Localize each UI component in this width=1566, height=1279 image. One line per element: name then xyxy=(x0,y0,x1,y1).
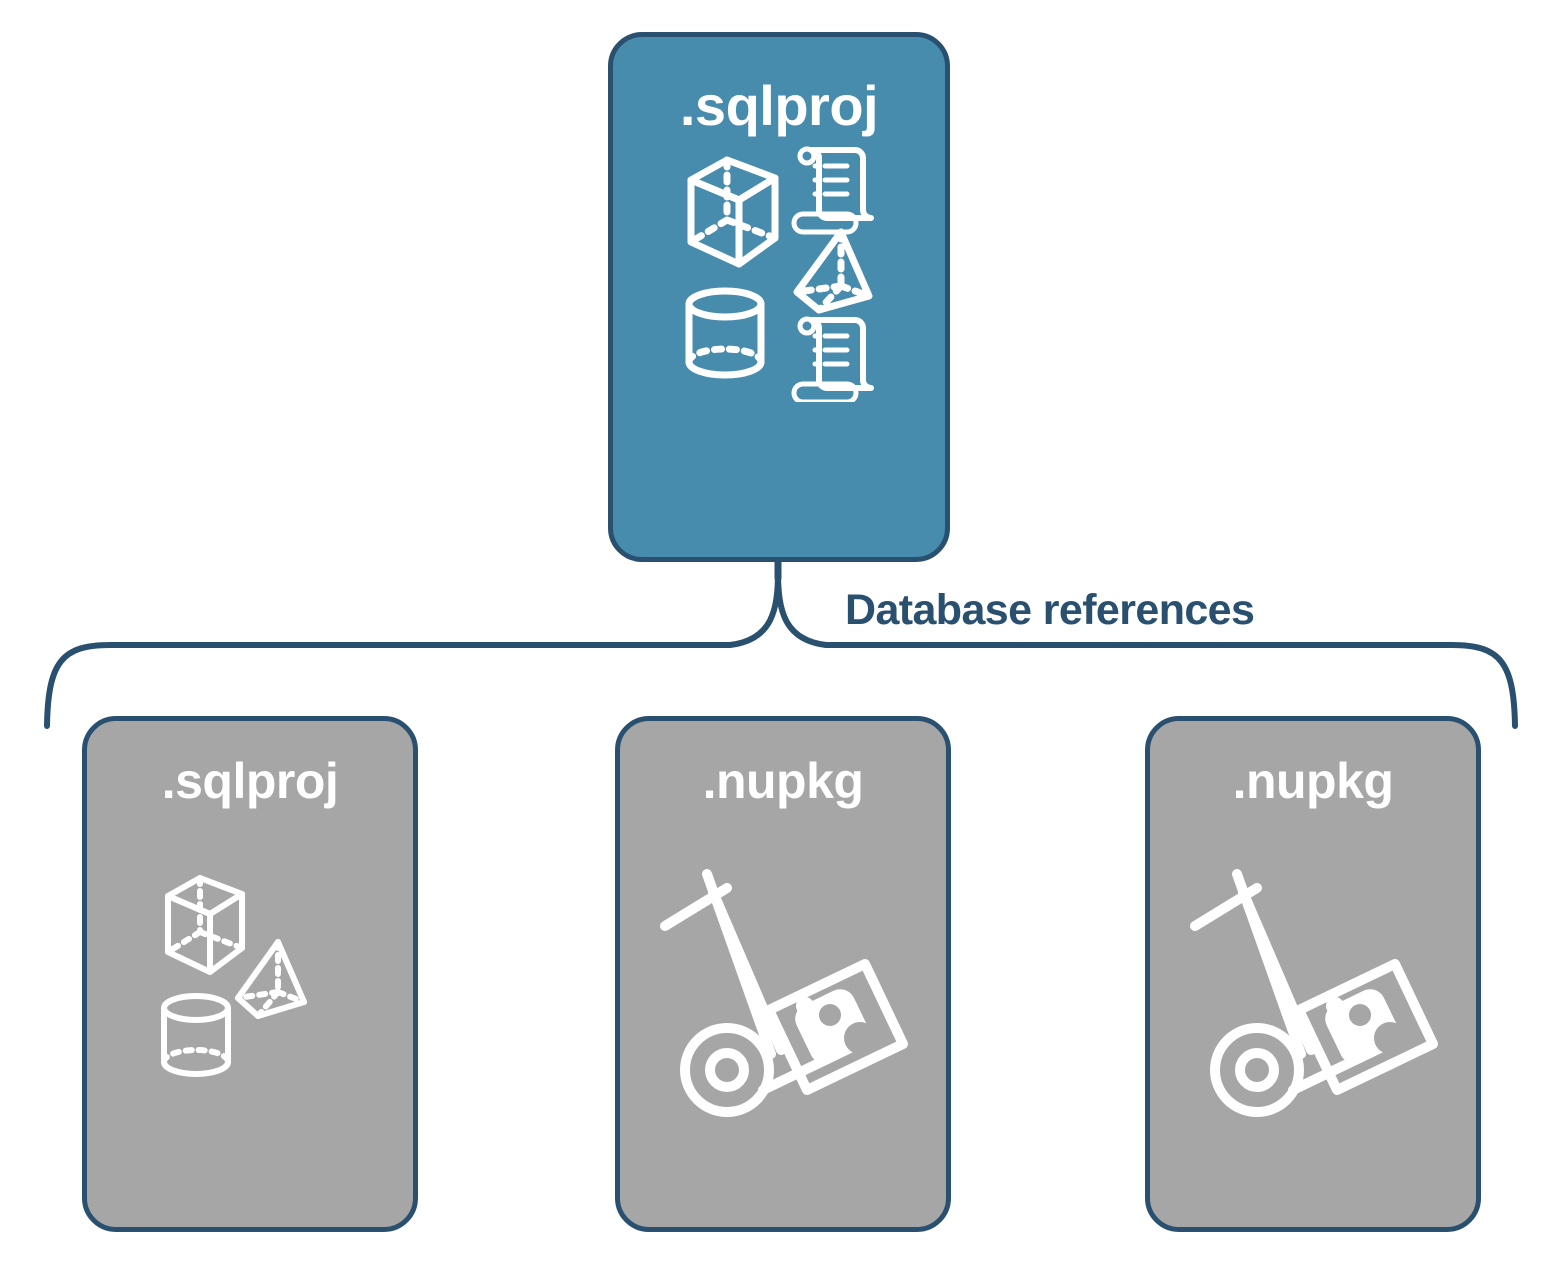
node-root-sqlproj[interactable]: .sqlproj xyxy=(608,32,950,562)
child-sqlproj-icon-cluster xyxy=(150,860,350,1090)
node-child-nupkg-2-label: .nupkg xyxy=(1232,753,1394,809)
node-child-nupkg-1-label: .nupkg xyxy=(702,753,864,809)
hand-truck-package-icon xyxy=(660,868,908,1117)
brace-label-database-references: Database references xyxy=(845,586,1255,634)
cylinder-icon xyxy=(685,287,765,379)
script-scroll-icon xyxy=(791,146,874,235)
node-child-nupkg-1[interactable]: .nupkg xyxy=(615,716,951,1232)
script-scroll-icon xyxy=(791,316,874,402)
node-root-sqlproj-label: .sqlproj xyxy=(679,74,879,137)
pyramid-icon xyxy=(793,228,873,314)
node-child-nupkg-2[interactable]: .nupkg xyxy=(1145,716,1481,1232)
node-child-sqlproj-label: .sqlproj xyxy=(161,753,339,809)
node-child-sqlproj[interactable]: .sqlproj xyxy=(82,716,418,1232)
root-icon-cluster xyxy=(679,142,879,402)
cube-icon xyxy=(165,874,245,975)
child-nupkg-2-icon-cluster xyxy=(1183,858,1443,1118)
child-nupkg-1-icon-cluster xyxy=(653,858,913,1118)
brace-right-arm xyxy=(775,569,1518,729)
hand-truck-package-icon xyxy=(1190,868,1438,1117)
pyramid-icon xyxy=(235,938,307,1019)
cube-icon xyxy=(687,156,779,268)
cylinder-icon xyxy=(161,992,231,1077)
brace-left-arm xyxy=(44,569,781,729)
